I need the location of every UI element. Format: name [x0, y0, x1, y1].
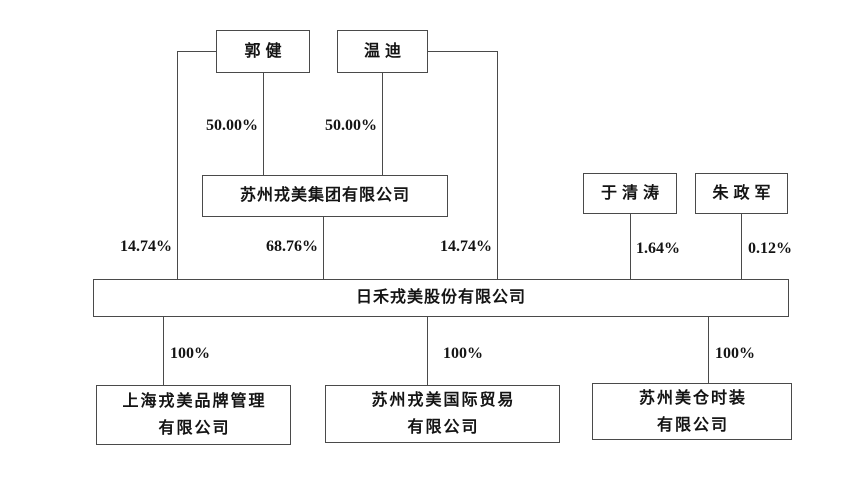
connector-wendi-right-horizontal [428, 51, 497, 52]
pct-label-group-to-main: 68.76% [266, 238, 318, 255]
connector-guojian-left-horizontal [177, 51, 216, 52]
node-shanghai-rongmei-brand-management: 上海戎美品牌管理 有限公司 [96, 385, 291, 445]
connector-guojian-to-main-vertical [177, 51, 178, 279]
pct-label-main-to-sub3: 100% [715, 345, 755, 362]
node-label: 郭健 [244, 42, 287, 60]
connector-guojian-to-group [263, 73, 264, 175]
node-guo-jian: 郭健 [216, 30, 310, 73]
node-label: 苏州戎美集团有限公司 [239, 187, 410, 204]
connector-yuqingtao-to-main [630, 214, 631, 279]
node-label: 温迪 [363, 42, 406, 60]
node-label: 于清涛 [600, 184, 664, 202]
connector-wendi-to-group [382, 73, 383, 175]
node-label-line1: 苏州美仓时装 [638, 389, 747, 407]
pct-label-main-to-sub1: 100% [170, 345, 210, 362]
connector-group-to-main [323, 217, 324, 279]
pct-label-guojian-to-group: 50.00% [206, 117, 258, 134]
pct-label-zhuzhengjun-to-main: 0.12% [748, 240, 792, 257]
pct-label-yuqingtao-to-main: 1.64% [636, 240, 680, 257]
node-zhu-zhengjun: 朱政军 [695, 173, 788, 214]
node-wen-di: 温迪 [337, 30, 428, 73]
connector-wendi-to-main-vertical [497, 51, 498, 279]
pct-label-guojian-to-main: 14.74% [120, 238, 172, 255]
pct-label-main-to-sub2: 100% [443, 345, 483, 362]
pct-label-wendi-to-group: 50.00% [325, 117, 377, 134]
node-label-line1: 上海戎美品牌管理 [122, 393, 267, 410]
node-label-line2: 有限公司 [656, 416, 729, 434]
connector-main-to-sub2 [427, 317, 428, 385]
node-yu-qingtao: 于清涛 [583, 173, 677, 214]
node-label-line2: 有限公司 [407, 419, 480, 436]
node-label: 朱政军 [712, 184, 776, 202]
node-suzhou-rongmei-international-trade: 苏州戎美国际贸易 有限公司 [325, 385, 560, 443]
connector-main-to-sub3 [708, 317, 709, 383]
pct-label-wendi-to-main: 14.74% [440, 238, 492, 255]
node-label-line2: 有限公司 [158, 420, 231, 437]
connector-main-to-sub1 [163, 317, 164, 385]
node-label: 日禾戎美股份有限公司 [355, 289, 526, 306]
connector-zhuzhengjun-to-main [741, 214, 742, 279]
node-label-line1: 苏州戎美国际贸易 [371, 392, 516, 409]
node-rihe-rongmei-main-company: 日禾戎美股份有限公司 [93, 279, 789, 317]
node-suzhou-rongmei-group: 苏州戎美集团有限公司 [202, 175, 448, 217]
node-suzhou-meicang-fashion: 苏州美仓时装 有限公司 [592, 383, 792, 440]
